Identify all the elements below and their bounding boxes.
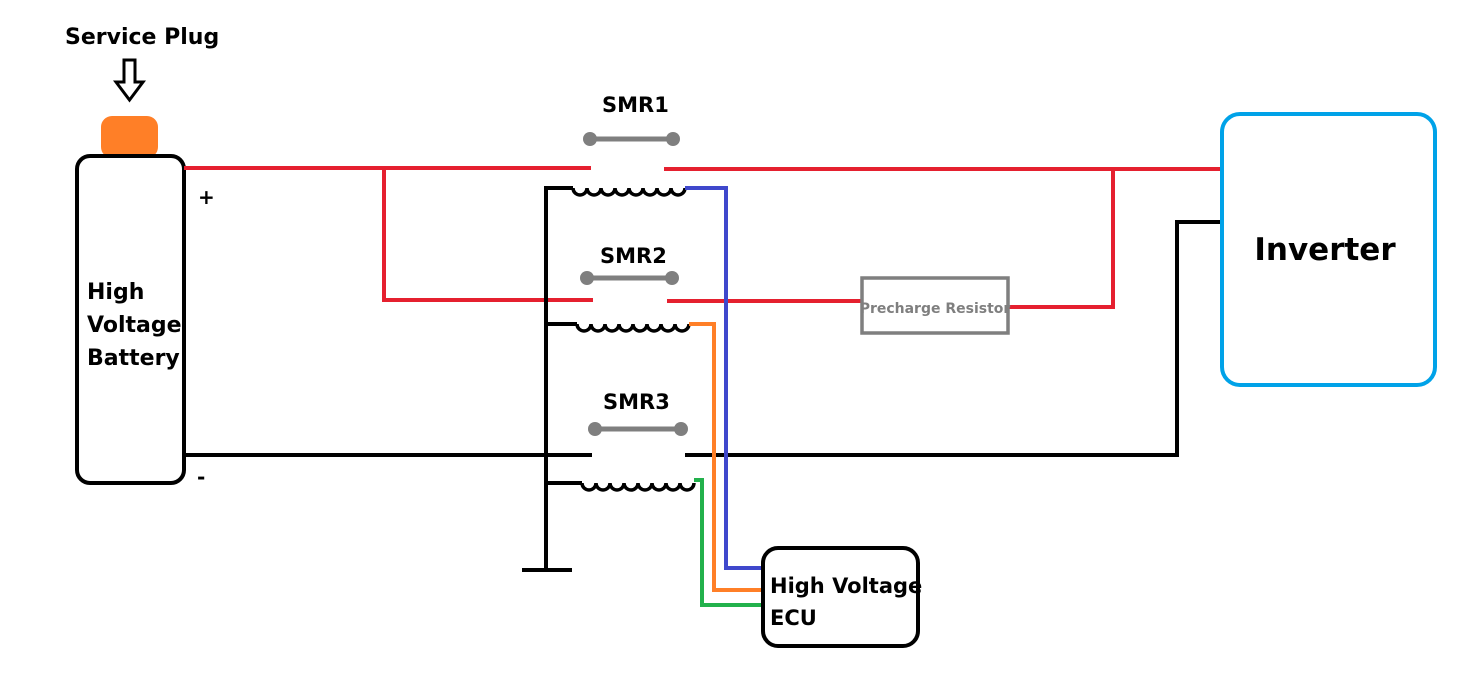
smr2-control-wire [689, 322, 764, 592]
ecu-label-line2: ECU [770, 606, 817, 630]
smr1-coil [571, 187, 687, 197]
battery-label-line2: Voltage [87, 313, 182, 338]
smr2-coil [575, 323, 691, 333]
precharge-resistor-label: Precharge Resistor [860, 301, 1011, 317]
smr1-label: SMR1 [602, 93, 669, 117]
minus-terminal-label: - [197, 465, 205, 489]
precharge-resistor [860, 276, 1010, 335]
smr1-control-wire [685, 186, 764, 570]
plus-terminal-label: + [198, 185, 215, 209]
smr3-contact [588, 422, 688, 436]
negative-wiring [184, 186, 1221, 572]
positive-wiring [184, 166, 1221, 309]
high-voltage-ecu [761, 546, 920, 648]
battery-label-line3: Battery [87, 346, 180, 371]
smr1-contact [583, 132, 680, 146]
inverter-label: Inverter [1254, 232, 1396, 268]
smr3-label: SMR3 [603, 390, 670, 414]
smr2-label: SMR2 [600, 244, 667, 268]
high-voltage-battery [75, 154, 186, 485]
down-arrow-icon [113, 58, 146, 103]
smr3-coil [580, 482, 696, 492]
smr3-control-wire [694, 478, 764, 607]
service-plug [101, 116, 158, 158]
battery-label-line1: High [87, 280, 144, 305]
ecu-label-line1: High Voltage [770, 574, 922, 598]
inverter [1220, 112, 1437, 387]
service-plug-label: Service Plug [65, 25, 219, 50]
smr2-contact [580, 271, 679, 285]
